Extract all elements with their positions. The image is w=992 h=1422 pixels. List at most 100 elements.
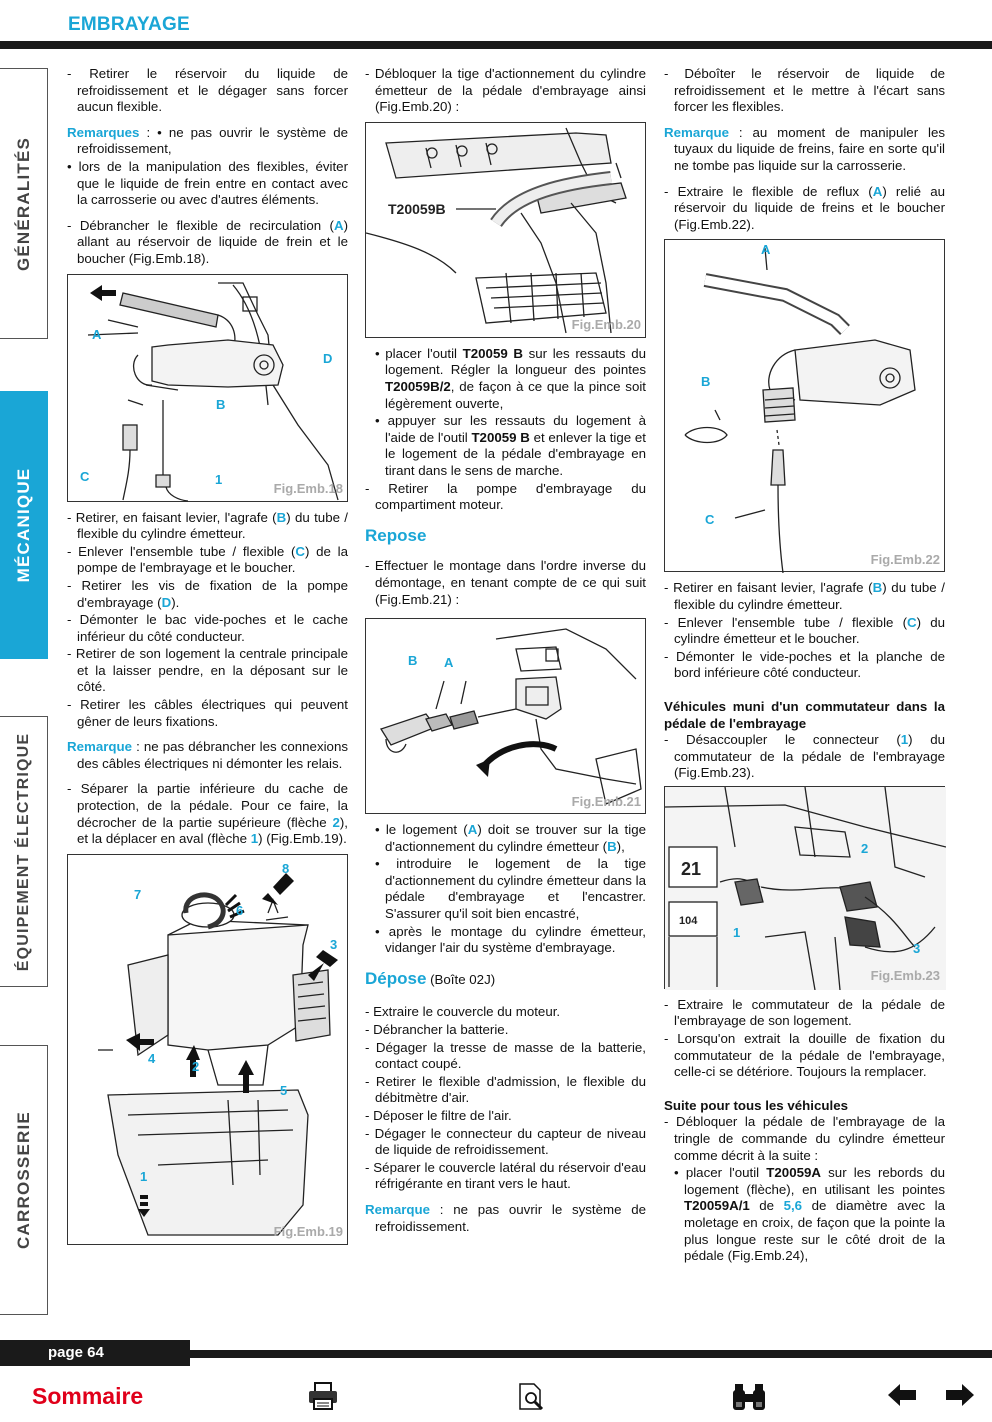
figure-caption: Fig.Emb.20 [571,317,641,333]
arrow-left-icon[interactable] [886,1382,918,1415]
list-item: - Extraire le commutateur de la pédale d… [664,996,945,1029]
list-item: - Extraire le couvercle du moteur. [365,1004,561,1020]
remark: Remarque : au moment de manipuler les tu… [664,124,945,173]
list-item: - Démonter le vide-poches et la planche … [664,648,945,681]
master-cylinder-drawing [684,248,916,574]
figure-caption: Fig.Emb.18 [273,480,343,496]
column-2: - Débloquer la tige d'actionnement du cy… [365,66,646,1236]
section-heading-depose: Dépose (Boîte 02J) [365,968,496,988]
tool-label: T20059B [388,200,446,217]
tab-generalites[interactable]: GÉNÉRALITÉS [0,68,48,339]
figure-emb-23: 21 104 2 1 3 Fig.Emb.23 [664,785,946,990]
page-title: EMBRAYAGE [68,14,190,35]
list-item: - Dégager la tresse de masse de la batte… [365,1039,646,1072]
zoom-page-icon[interactable] [518,1382,546,1419]
sub-heading: Suite pour tous les véhicules [664,1097,848,1113]
figure-label: 1 [215,471,223,487]
remark: Remarque : ne pas débrancher les connexi… [67,739,348,771]
figure-emb-20: T20059B Fig.Emb.20 [365,121,646,338]
figure-caption: Fig.Emb.22 [870,551,940,567]
list-item: - Retirer de son logement la centrale pr… [67,646,348,695]
paragraph: - Effectuer le montage dans l'ordre inve… [365,558,646,607]
paragraph: - Séparer la partie inférieure du cache … [67,781,348,847]
list-item: - Débrancher la batterie. [365,1022,509,1038]
list-item: - Retirer en faisant levier, l'agrafe (B… [664,580,945,612]
figure-label: C [705,512,715,528]
paragraph: - Retirer le réservoir du liquide de ref… [67,66,348,115]
list-item: - Désaccoupler le connecteur (1) du comm… [664,732,945,781]
list-item: - Retirer le flexible d'admission, le fl… [365,1073,646,1106]
printer-icon[interactable] [307,1382,339,1417]
footer-bar [190,1350,992,1358]
list-item: - Débloquer la pédale de l'embrayage de … [664,1114,945,1163]
list-item: • après le montage du cylindre émetteur,… [375,923,646,956]
tab-label: ÉQUIPEMENT ÉLECTRIQUE [14,732,32,971]
remark: Remarques : • ne pas ouvrir le système d… [67,124,348,157]
tab-label: CARROSSERIE [13,1111,33,1249]
list-item: - Retirer la pompe d'embrayage du compar… [365,480,646,513]
figure-label: B [701,374,711,390]
list-item: - Dégager le connecteur du capteur de ni… [365,1125,646,1158]
figure-label: 2 [861,840,869,856]
tab-equipement-electrique[interactable]: ÉQUIPEMENT ÉLECTRIQUE [0,716,48,987]
remark: Remarque : ne pas ouvrir le système de r… [365,1201,646,1234]
arrow-right-icon[interactable] [944,1382,976,1415]
figure-emb-18: A D B C 1 Fig.Emb.18 [67,273,348,502]
figure-caption: Fig.Emb.19 [273,1224,343,1240]
list-item: • introduire le logement de la tige d'ac… [375,856,646,922]
tab-label: MÉCANIQUE [13,467,33,583]
figure-label: 5 [280,1082,288,1098]
section-heading-repose: Repose [365,525,427,545]
list-item: • placer l'outil T20059A sur les rebords… [674,1165,946,1264]
clutch-pump-drawing [87,281,339,502]
list-item: • appuyer sur les ressauts du logement à… [375,413,646,478]
tab-carrosserie[interactable]: CARROSSERIE [0,1045,48,1315]
figure-label: 1 [733,924,741,940]
figure-label: 2 [192,1058,200,1074]
figure-emb-22: A B C Fig.Emb.22 [664,239,945,574]
figure-caption: Fig.Emb.21 [571,793,641,809]
list-item: - Lorsqu'on extrait la douille de fixati… [664,1031,945,1080]
list-item: - Retirer, en faisant levier, l'agrafe (… [67,509,349,542]
paragraph: - Déboîter le réservoir de liquide de re… [664,66,945,115]
figure-label: 6 [236,902,244,918]
pedal-cover-drawing [98,872,338,1236]
list-item: - Enlever l'ensemble tube / flexible (C)… [67,543,348,576]
list-item: - Enlever l'ensemble tube / flexible (C)… [664,614,946,647]
figure-emb-21: B A Fig.Emb.21 [365,618,646,815]
paragraph: - Débloquer la tige d'actionnement du cy… [365,66,646,115]
list-item: • placer l'outil T20059 B sur les ressau… [375,345,646,411]
figure-label: 4 [148,1050,156,1066]
figure-emb-19: 8 7 6 3 4 2 5 1 Fig.Emb.19 [67,853,348,1245]
figure-label: C [80,468,90,484]
sommaire-link[interactable]: Sommaire [32,1383,144,1409]
box-label: 21 [681,858,702,879]
figure-label: 7 [134,886,142,902]
binoculars-icon[interactable] [730,1382,768,1419]
column-1: - Retirer le réservoir du liquide de ref… [67,66,348,1253]
list-item: • le logement (A) doit se trouver sur la… [375,822,646,854]
pedal-switch-drawing [665,786,946,990]
figure-label: A [444,655,454,671]
tab-mecanique[interactable]: MÉCANIQUE [0,391,48,659]
figure-label: A [92,326,102,342]
header-bar [0,41,992,49]
figure-caption: Fig.Emb.23 [870,968,940,984]
figure-label: B [216,396,226,412]
pedal-housing-drawing [380,628,642,805]
figure-label: D [323,350,333,366]
box-label: 104 [679,914,698,927]
paragraph: - Extraire le flexible de reflux (A) rel… [664,183,945,232]
paragraph: - Débrancher le flexible de recirculatio… [67,217,348,266]
column-3: - Déboîter le réservoir de liquide de re… [664,66,946,1266]
figure-label: 3 [330,936,338,952]
figure-label: A [761,242,771,258]
tab-label: GÉNÉRALITÉS [13,136,33,271]
list-item: - Déposer le filtre de l'air. [365,1108,512,1123]
list-item: - Retirer les câbles électriques qui peu… [67,697,348,729]
page-number-box: page 64 [0,1340,190,1366]
figure-label: 1 [140,1168,148,1184]
list-item: - Démonter le bac vide-poches et le cach… [67,612,348,644]
page-number: page 64 [48,1344,104,1361]
figure-label: 8 [282,860,290,876]
